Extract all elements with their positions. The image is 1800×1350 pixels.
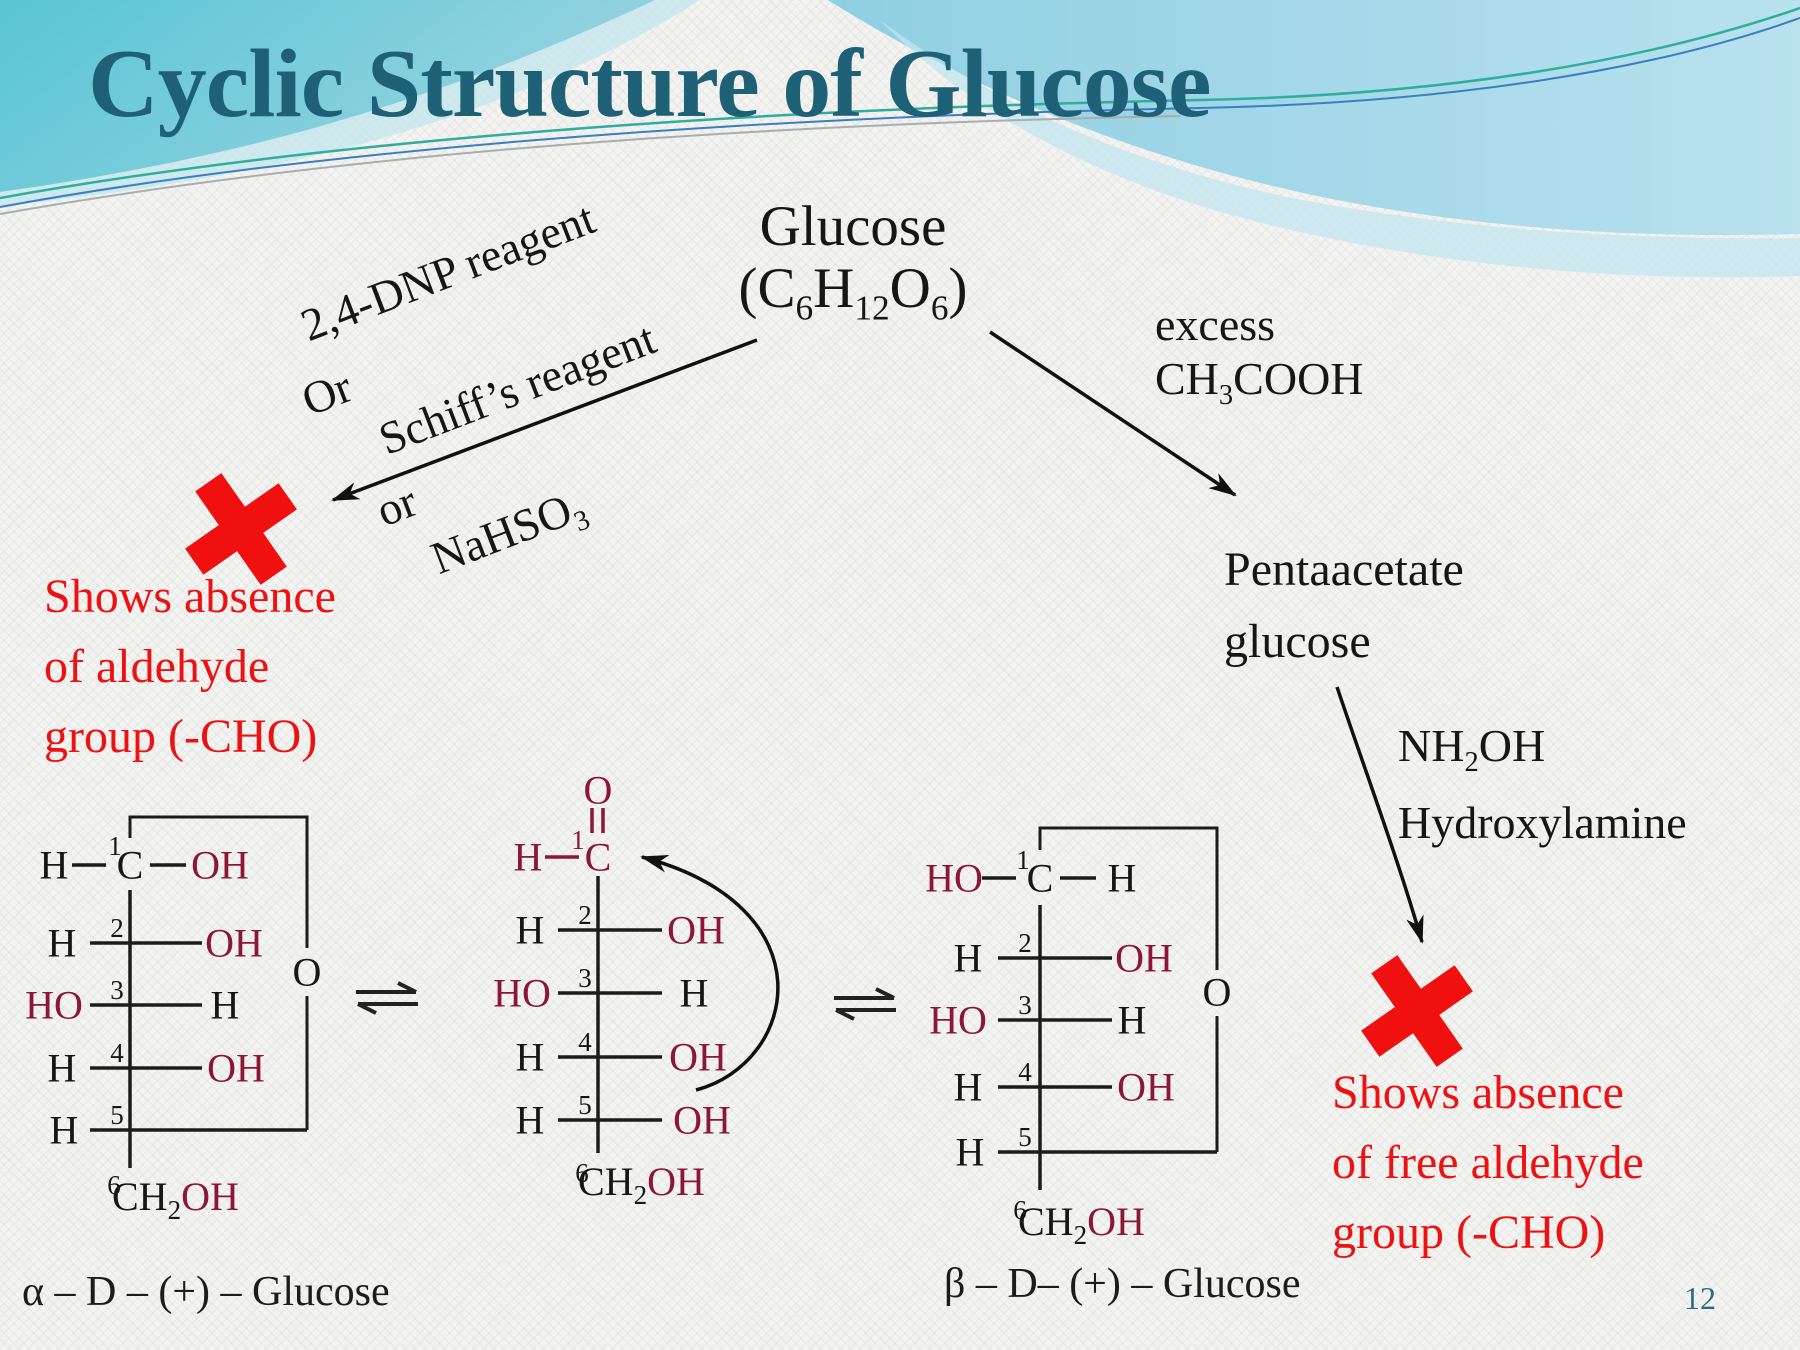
- atom-label: OH: [1115, 936, 1173, 981]
- atom-label: H: [956, 1130, 985, 1175]
- slide-title: Cyclic Structure of Glucose: [88, 30, 1211, 138]
- fischer-alpha-glucose: H C OH 1 H OH HO H H OH H 2 3 4 5 O 6 CH…: [25, 815, 322, 1225]
- beta-glucose-caption: β – D– (+) – Glucose: [944, 1261, 1301, 1307]
- atom-label: C: [1027, 856, 1054, 901]
- carbon-number: 2: [110, 913, 124, 943]
- atom-label: H: [50, 1108, 79, 1153]
- glucose-molecular-formula: (C6H12O6): [738, 257, 968, 328]
- carbon-number: 5: [110, 1100, 124, 1130]
- ch2oh-group: CH2OH: [1018, 1199, 1145, 1250]
- atom-label: H: [1108, 856, 1137, 901]
- atom-label: C: [585, 835, 612, 880]
- atom-label: HO: [929, 998, 987, 1043]
- left-result-note: Shows absence of aldehyde group (-CHO): [44, 570, 336, 763]
- carbon-number: 6: [1013, 1195, 1027, 1225]
- atom-label: H: [516, 1035, 545, 1080]
- carbon-number: 6: [575, 1158, 589, 1188]
- atom-label: OH: [669, 1035, 727, 1080]
- cross-mark-left: [185, 473, 297, 585]
- atom-label: H: [211, 983, 240, 1028]
- carbon-number: 3: [1018, 990, 1032, 1020]
- carbon-number: 4: [110, 1038, 124, 1068]
- atom-label: H: [516, 1098, 545, 1143]
- atom-label: OH: [673, 1098, 731, 1143]
- atom-label: H: [954, 936, 983, 981]
- carbon-number: 4: [578, 1027, 592, 1057]
- arrow-to-left-test: [331, 338, 758, 502]
- atom-label: H: [48, 1046, 77, 1091]
- wave-band-right: [828, 0, 1800, 236]
- carbon-number: 1: [571, 825, 585, 855]
- carbon-number: 3: [110, 975, 124, 1005]
- carbon-number: 1: [1016, 845, 1030, 875]
- carbon-number: 3: [578, 963, 592, 993]
- atom-label: OH: [205, 921, 263, 966]
- accent-line-gray: [0, 115, 1181, 215]
- fischer-open-chain: O 1 H C H OH HO H H OH H OH 2 3 4 5 6 CH…: [493, 768, 780, 1210]
- atom-label: HO: [925, 856, 983, 901]
- ch2oh-group: CH2OH: [112, 1174, 239, 1225]
- accent-line-blue: [0, 17, 1800, 208]
- arrow-to-pentaacetate: [989, 330, 1237, 497]
- excess-acid-label: excess CH3COOH: [1155, 299, 1364, 412]
- atom-label: H: [48, 921, 77, 966]
- atom-label: H: [516, 908, 545, 953]
- carbon-number: 5: [1018, 1122, 1032, 1152]
- atom-label: H: [1118, 998, 1147, 1043]
- atom-label: OH: [667, 908, 725, 953]
- cross-mark-right: [1361, 955, 1473, 1067]
- right-result-note: Shows absence of free aldehyde group (-C…: [1332, 1066, 1644, 1259]
- atom-label: HO: [25, 983, 83, 1028]
- ring-oxygen: O: [1203, 970, 1232, 1015]
- cyclization-arrow: [640, 855, 780, 1092]
- ring-oxygen: O: [293, 950, 322, 995]
- ring-bracket: [128, 815, 309, 1130]
- pentaacetate-label: Pentaacetate glucose: [1224, 543, 1464, 668]
- carbon-number: 1: [108, 831, 122, 861]
- ch2oh-group: CH2OH: [578, 1159, 705, 1210]
- glucose-formula: Glucose (C6H12O6): [688, 196, 1018, 339]
- atom-label: H: [514, 835, 543, 880]
- carbon-number: 5: [578, 1090, 592, 1120]
- atom-label: OH: [191, 843, 249, 888]
- wave-band-right-inner: [880, 20, 1800, 278]
- atom-label: C: [117, 843, 144, 888]
- header-waves: [0, 0, 1800, 278]
- atom-label: H: [40, 843, 69, 888]
- glucose-name: Glucose: [759, 195, 947, 258]
- atom-label: H: [954, 1065, 983, 1110]
- equilibrium-arrow-2: [834, 987, 896, 1021]
- atom-label: OH: [207, 1046, 265, 1091]
- equilibrium-arrow-1: [356, 981, 418, 1015]
- carbon-number: 2: [1018, 928, 1032, 958]
- arrow-to-hydroxylamine-test: [1335, 686, 1424, 944]
- wave-band-left: [0, 0, 655, 192]
- carbon-number: 6: [107, 1170, 121, 1200]
- atom-label: HO: [493, 971, 551, 1016]
- atom-label: OH: [1117, 1065, 1175, 1110]
- accent-line-green: [0, 6, 1800, 200]
- carbonyl-oxygen: O: [584, 768, 613, 813]
- hydroxylamine-label: NH2OH Hydroxylamine: [1398, 720, 1687, 849]
- atom-label: H: [680, 971, 709, 1016]
- page-number: 12: [1684, 1280, 1716, 1316]
- carbon-number: 2: [578, 900, 592, 930]
- ring-bracket: [1038, 826, 1219, 1152]
- carbon-number: 4: [1018, 1057, 1032, 1087]
- alpha-glucose-caption: α – D – (+) – Glucose: [22, 1269, 390, 1315]
- fischer-beta-glucose: HO C H 1 H OH HO H H OH H 2 3 4 5 O 6 CH…: [925, 826, 1232, 1250]
